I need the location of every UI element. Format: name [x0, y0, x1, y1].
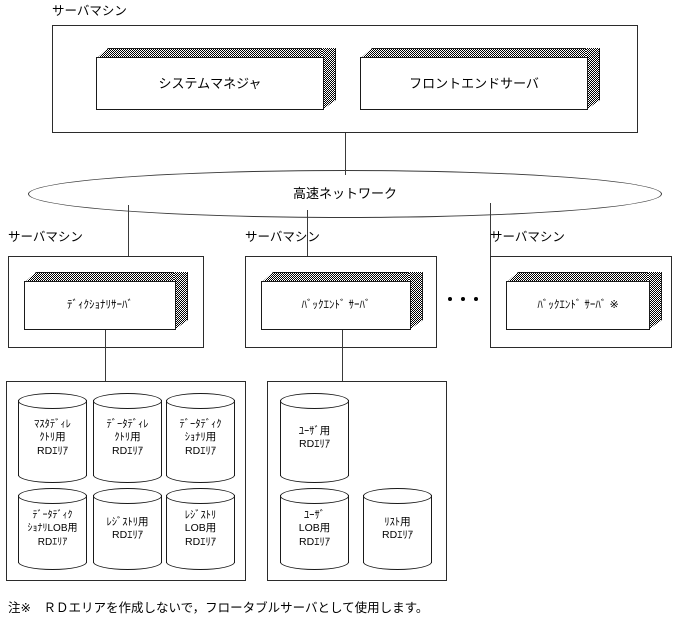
block-top-shade: [24, 272, 188, 283]
cylinder-cap: [18, 488, 87, 504]
cylinder-body: [18, 495, 87, 563]
connector-network-to-backend1-machine: [307, 210, 308, 259]
system-manager-face: システムマネジャ: [96, 57, 324, 110]
cylinder-cap: [18, 393, 87, 409]
block-top-shade: [506, 272, 662, 283]
user-rd-area-label: ﾕｰｻﾞ用 RDｴﾘｱ: [298, 424, 331, 451]
connector-backend-server-to-rd-areas: [342, 330, 343, 382]
dictionary-machine-label: サーバマシン: [8, 230, 83, 244]
footnote-text: 注※ ＲＤエリアを作成しないで，フロータブルサーバとして使用します。: [8, 601, 429, 615]
block-side-shade: [586, 48, 600, 110]
front-end-server-face: フロントエンドサーバ: [360, 57, 588, 110]
registry-lob-rd-area-label: ﾚｼﾞｽﾄﾘ LOB用 RDｴﾘｱ: [184, 508, 217, 548]
high-speed-network-ellipse: 高速ネットワーク: [28, 170, 662, 218]
block-side-shade: [409, 272, 423, 330]
block-top-shade: [261, 272, 423, 283]
block-side-shade: [174, 272, 188, 330]
top-machine-label: サーバマシン: [52, 4, 127, 18]
data-directory-rd-area-label: ﾃﾞｰﾀﾃﾞｨﾚ ｸﾄﾘ用 RDｴﾘｱ: [106, 417, 149, 457]
ellipsis-dots: [448, 297, 478, 301]
dictionary-server-label: ﾃﾞｨｸｼｮﾅﾘｻｰﾊﾞ: [67, 299, 133, 311]
cylinder-body: [93, 400, 162, 476]
cylinder-body: [363, 495, 432, 563]
data-dictionary-lob-rd-area-label: ﾃﾞｰﾀﾃﾞｨｸ ｼｮﾅﾘLOB用 RDｴﾘｱ: [27, 509, 78, 548]
back-end-server-block[interactable]: ﾊﾞｯｸｴﾝﾄﾞ ｻｰﾊﾞ: [261, 272, 423, 330]
front-end-server-label: フロントエンドサーバ: [409, 76, 539, 91]
cylinder-body: [280, 495, 349, 563]
system-manager-label: システムマネジャ: [158, 76, 262, 91]
back-end-server-label: ﾊﾞｯｸｴﾝﾄﾞ ｻｰﾊﾞ: [301, 299, 371, 311]
back-end-server-note-face: ﾊﾞｯｸｴﾝﾄﾞ ｻｰﾊﾞ ※: [506, 281, 650, 330]
registry-rd-area-cylinder[interactable]: ﾚｼﾞｽﾄﾘ用 RDｴﾘｱ: [93, 488, 162, 570]
block-side-shade: [322, 48, 336, 110]
registry-rd-area-label: ﾚｼﾞｽﾄﾘ用 RDｴﾘｱ: [106, 515, 149, 542]
backend1-machine-label: サーバマシン: [245, 230, 320, 244]
cylinder-cap: [93, 488, 162, 504]
connector-network-to-dictionary-machine: [128, 205, 129, 259]
cylinder-cap: [166, 393, 235, 409]
data-dictionary-rd-area-label: ﾃﾞｰﾀﾃﾞｨｸ ｼｮﾅﾘ用 RDｴﾘｱ: [179, 417, 222, 457]
connector-network-to-backendn-machine: [490, 203, 491, 259]
data-dictionary-rd-area-cylinder[interactable]: ﾃﾞｰﾀﾃﾞｨｸ ｼｮﾅﾘ用 RDｴﾘｱ: [166, 393, 235, 483]
user-lob-rd-area-cylinder[interactable]: ﾕｰｻﾞ LOB用 RDｴﾘｱ: [280, 488, 349, 570]
backendn-machine-label: サーバマシン: [490, 230, 565, 244]
user-lob-rd-area-label: ﾕｰｻﾞ LOB用 RDｴﾘｱ: [298, 508, 331, 548]
back-end-server-note-block[interactable]: ﾊﾞｯｸｴﾝﾄﾞ ｻｰﾊﾞ ※: [506, 272, 662, 330]
high-speed-network-label: 高速ネットワーク: [292, 186, 397, 201]
dictionary-server-face: ﾃﾞｨｸｼｮﾅﾘｻｰﾊﾞ: [24, 281, 176, 330]
block-top-shade: [96, 48, 336, 59]
data-directory-rd-area-cylinder[interactable]: ﾃﾞｰﾀﾃﾞｨﾚ ｸﾄﾘ用 RDｴﾘｱ: [93, 393, 162, 483]
cylinder-cap: [166, 488, 235, 504]
cylinder-body: [166, 400, 235, 476]
front-end-server-block[interactable]: フロントエンドサーバ: [360, 48, 600, 110]
list-rd-area-label: ﾘｽﾄ用 RDｴﾘｱ: [382, 515, 413, 542]
cylinder-body: [93, 495, 162, 563]
connector-dictionary-server-to-rd-areas: [105, 330, 106, 382]
user-rd-area-cylinder[interactable]: ﾕｰｻﾞ用 RDｴﾘｱ: [280, 393, 349, 483]
cylinder-body: [166, 495, 235, 563]
cylinder-cap: [93, 393, 162, 409]
back-end-server-face: ﾊﾞｯｸｴﾝﾄﾞ ｻｰﾊﾞ: [261, 281, 411, 330]
block-side-shade: [648, 272, 662, 330]
connector-top-machine-to-network: [345, 133, 346, 175]
dictionary-server-block[interactable]: ﾃﾞｨｸｼｮﾅﾘｻｰﾊﾞ: [24, 272, 188, 330]
master-directory-rd-area-label: ﾏｽﾀﾃﾞｨﾚ ｸﾄﾘ用 RDｴﾘｱ: [34, 417, 71, 457]
cylinder-body: [280, 400, 349, 476]
system-manager-block[interactable]: システムマネジャ: [96, 48, 336, 110]
cylinder-body: [18, 400, 87, 476]
block-top-shade: [360, 48, 600, 59]
back-end-server-note-label: ﾊﾞｯｸｴﾝﾄﾞ ｻｰﾊﾞ ※: [537, 299, 619, 311]
data-dictionary-lob-rd-area-cylinder[interactable]: ﾃﾞｰﾀﾃﾞｨｸ ｼｮﾅﾘLOB用 RDｴﾘｱ: [18, 488, 87, 570]
registry-lob-rd-area-cylinder[interactable]: ﾚｼﾞｽﾄﾘ LOB用 RDｴﾘｱ: [166, 488, 235, 570]
master-directory-rd-area-cylinder[interactable]: ﾏｽﾀﾃﾞｨﾚ ｸﾄﾘ用 RDｴﾘｱ: [18, 393, 87, 483]
cylinder-cap: [280, 393, 349, 409]
cylinder-cap: [280, 488, 349, 504]
list-rd-area-cylinder[interactable]: ﾘｽﾄ用 RDｴﾘｱ: [363, 488, 432, 570]
cylinder-cap: [363, 488, 432, 504]
